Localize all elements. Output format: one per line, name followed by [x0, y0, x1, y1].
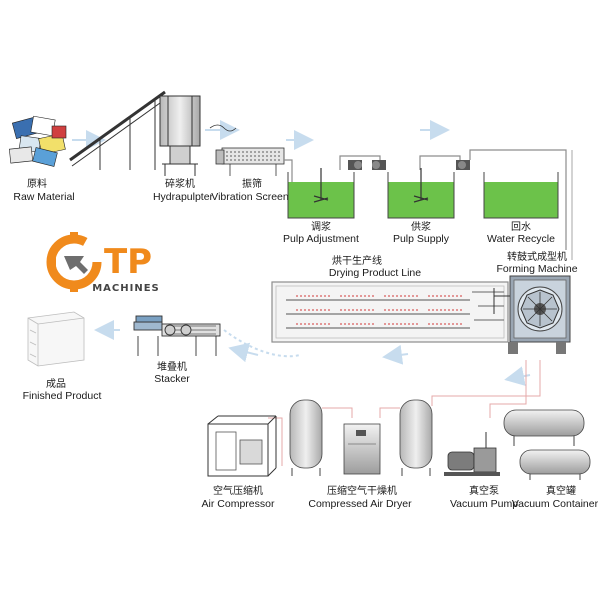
air-compressor-label-en: Air Compressor: [202, 498, 275, 510]
raw-material-pile: [8, 115, 67, 167]
logo-text-small: MACHINES: [92, 283, 160, 294]
flow-arrows: [72, 120, 531, 386]
air-dryer-label-en: Compressed Air Dryer: [308, 498, 412, 510]
vacuum-container-label-cn: 真空罐: [546, 484, 576, 497]
air-lines: [268, 360, 541, 466]
vibration-screen-label-cn: 振筛: [242, 177, 262, 190]
raw-material-label-cn: 原料: [27, 177, 47, 190]
pulp-adjustment-tank: [287, 160, 362, 219]
stacker-label-cn: 堆叠机: [157, 360, 187, 373]
vacuum-pump-label-en: Vacuum Pump: [450, 498, 518, 510]
stacker-label-en: Stacker: [154, 373, 190, 385]
compressed-air-dryer: [343, 423, 381, 475]
forming-machine: [493, 275, 571, 354]
vibration-screen-machine: [209, 124, 285, 176]
drying-line-label-en: Drying Product Line: [329, 267, 421, 279]
hydrapulpter-machine: [69, 90, 201, 176]
vibration-screen-label-en: Vibration Screen: [211, 191, 289, 203]
air-tank-right: [399, 399, 433, 476]
air-tank-left: [289, 399, 323, 476]
finished-product-label-cn: 成品: [46, 378, 66, 390]
air-compressor: [207, 415, 277, 477]
drying-product-line: [271, 281, 509, 343]
water-recycle-label-en: Water Recycle: [487, 233, 555, 245]
finished-product-label-en: Finished Product: [23, 390, 102, 402]
pulp-supply-tank: [372, 160, 455, 219]
air-dryer-label-cn: 压缩空气干燥机: [327, 484, 397, 497]
water-recycle-label-cn: 回水: [511, 221, 531, 233]
forming-machine-label-en: Forming Machine: [496, 263, 577, 275]
finished-product-stack: [27, 311, 85, 367]
vacuum-pump: [444, 432, 500, 476]
ctp-machines-logo: TP MACHINES: [46, 232, 160, 294]
air-compressor-label-cn: 空气压缩机: [213, 484, 263, 497]
hydrapulpter-label-en: Hydrapulpter: [153, 191, 214, 203]
pulp-supply-label-cn: 供浆: [411, 220, 431, 233]
water-recycle-tank: [456, 160, 559, 219]
vacuum-container-upper: [503, 409, 585, 446]
hydrapulpter-label-cn: 碎浆机: [165, 177, 195, 190]
pulp-adjustment-label-cn: 调浆: [311, 220, 331, 233]
stacker-machine: [133, 315, 221, 356]
vacuum-container-label-en: Vacuum Container: [512, 498, 599, 510]
drying-line-label-cn: 烘干生产线: [332, 254, 382, 267]
pulp-supply-label-en: Pulp Supply: [393, 233, 450, 245]
vacuum-container-lower: [519, 449, 591, 480]
forming-machine-label-cn: 转鼓式成型机: [507, 250, 567, 263]
vacuum-pump-label-cn: 真空泵: [469, 484, 499, 497]
raw-material-label-en: Raw Material: [13, 191, 74, 203]
logo-text-large: TP: [104, 242, 152, 282]
pulp-adjustment-label-en: Pulp Adjustment: [283, 233, 359, 245]
